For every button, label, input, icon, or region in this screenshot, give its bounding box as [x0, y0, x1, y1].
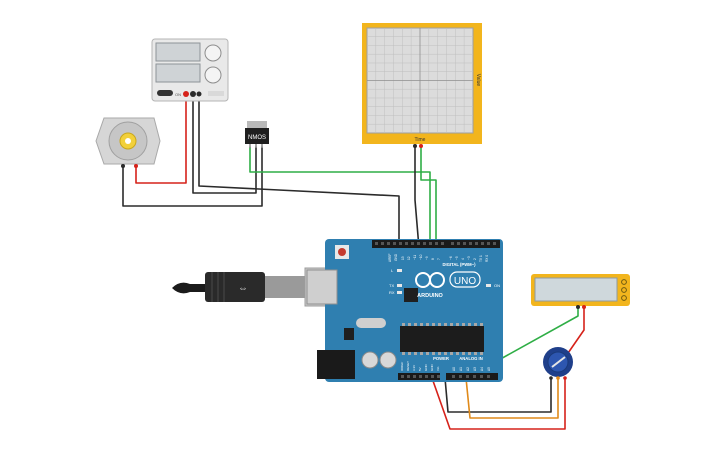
analog-header-label: ANALOG IN — [459, 356, 483, 361]
l-led-label: L — [391, 268, 394, 273]
analog-pin-label: A5 — [487, 367, 491, 371]
digital-pin-label: 2 — [473, 258, 477, 260]
wire-oscilloscope-green[interactable] — [420, 145, 437, 245]
motor-terminal-b[interactable] — [134, 164, 138, 168]
wires — [122, 93, 585, 430]
analog-pin-labels: A0 A1 A2 A3 A4 A5 — [452, 367, 491, 371]
tx-led-label: TX — [389, 283, 394, 288]
digital-pin-label: 4 — [461, 258, 465, 260]
analog-pin-label: A4 — [480, 367, 484, 371]
atmega-chip — [400, 326, 484, 352]
motor-terminal-a[interactable] — [121, 164, 125, 168]
gnd-label: GND — [394, 253, 398, 261]
power-pin-labels: IOREF RESET 3.3V 5V GND GND Vin — [400, 361, 440, 371]
multimeter-probe-red[interactable] — [582, 305, 586, 309]
multimeter-display — [534, 277, 618, 302]
power-pin-label: 5V — [418, 367, 422, 371]
arduino-logo: ARDUINO UNO — [415, 271, 481, 299]
supply-terminal-positive[interactable] — [183, 91, 189, 97]
digital-pin-label: ~3 — [467, 256, 471, 260]
usb-cable-icon: ⇔ — [238, 283, 248, 294]
rx-led-label: RX — [389, 290, 395, 295]
digital-pin-label: 13 — [401, 256, 405, 260]
digital-header-label: DIGITAL (PWM~) — [443, 262, 477, 267]
power-pin-label: IOREF — [400, 362, 404, 371]
power-pin-label: Vin — [436, 366, 440, 371]
digital-pin-label: 12 — [407, 256, 411, 260]
aref-label: AREF — [388, 253, 392, 262]
power-pin-label: GND — [430, 364, 434, 372]
wire-pot-orange[interactable] — [465, 377, 559, 419]
digital-pin-label: 7 — [437, 258, 441, 260]
analog-header[interactable] — [446, 373, 498, 380]
digital-pin-labels: 13 12 ~11 ~10 ~9 8 7 ~6 ~5 4 ~3 2 TX 1 R… — [401, 254, 489, 262]
wire-supply-to-arduino-gnd[interactable] — [198, 93, 400, 245]
potentiometer[interactable] — [543, 347, 573, 380]
oscilloscope-probe-negative[interactable] — [413, 144, 417, 148]
digital-pin-label: 8 — [431, 258, 435, 260]
dc-motor[interactable] — [95, 117, 161, 168]
mosfet-label: NMOS — [248, 135, 266, 141]
power-pin-label: GND — [424, 364, 428, 372]
mosfet[interactable]: NMOS — [245, 121, 269, 148]
digital-pin-label: ~6 — [449, 256, 453, 260]
analog-pin-label: A3 — [473, 367, 477, 371]
arduino-uno[interactable]: ARDUINO UNO L TX RX ON AREF GND 13 12 ~1 — [306, 239, 503, 382]
wire-mosfet-gate-green[interactable] — [249, 146, 431, 245]
wire-pot-black[interactable] — [444, 377, 552, 413]
digital-pin-label: TX 1 — [479, 255, 483, 262]
arduino-brand-text: ARDUINO — [417, 293, 443, 299]
power-header-label: POWER — [433, 356, 449, 361]
wire-supply-to-mosfet-black[interactable] — [192, 93, 257, 194]
analog-pin-label: A0 — [452, 367, 456, 371]
power-jack[interactable] — [317, 350, 355, 379]
on-led-label: ON — [494, 283, 500, 288]
power-supply[interactable]: ON — [151, 38, 229, 102]
supply-terminal-negative[interactable] — [190, 91, 196, 97]
current-knob[interactable] — [204, 66, 222, 84]
digital-pin-label: ~10 — [419, 254, 423, 260]
digital-pin-label: ~11 — [413, 255, 417, 260]
multimeter-icon — [621, 279, 627, 285]
analog-pin-label: A1 — [459, 367, 463, 371]
analog-pin-label: A2 — [466, 367, 470, 371]
arduino-model-text: UNO — [454, 276, 476, 287]
power-on-label: ON — [175, 92, 181, 97]
wire-pot-red[interactable] — [431, 377, 566, 430]
oscilloscope-value-label: Value — [475, 74, 481, 87]
digital-pin-label: RX 0 — [485, 255, 489, 262]
oscilloscope[interactable]: Time Value — [362, 23, 482, 148]
digital-pin-label: ~9 — [425, 256, 429, 260]
digital-pin-label: ~5 — [455, 256, 459, 260]
power-switch[interactable] — [157, 90, 173, 96]
supply-terminal-ground[interactable] — [196, 91, 202, 97]
power-pin-label: 3.3V — [412, 365, 416, 371]
wire-multimeter-red[interactable] — [565, 306, 585, 357]
wire-multimeter-green[interactable] — [469, 306, 579, 377]
multimeter[interactable] — [531, 274, 630, 309]
multimeter-probe-black[interactable] — [576, 305, 580, 309]
voltage-knob[interactable] — [204, 44, 222, 62]
oscilloscope-probe-positive[interactable] — [419, 144, 423, 148]
oscilloscope-time-label: Time — [415, 137, 426, 143]
wire-supply-to-motor-red[interactable] — [135, 93, 187, 184]
power-pin-label: RESET — [406, 361, 410, 371]
wire-motor-to-mosfet-black[interactable] — [122, 146, 263, 207]
